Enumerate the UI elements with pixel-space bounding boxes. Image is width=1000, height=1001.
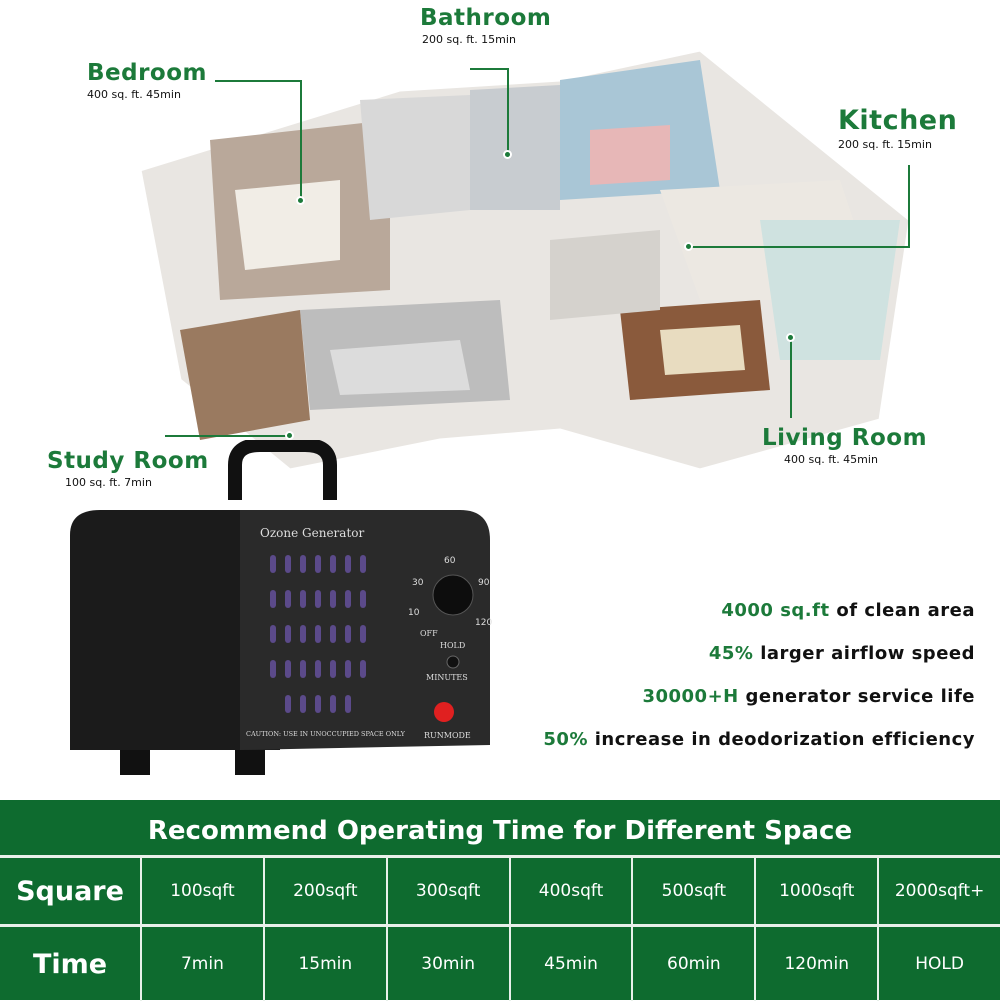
table-title: Recommend Operating Time for Different S… xyxy=(0,800,1000,858)
table-cell: 400sqft xyxy=(508,858,632,924)
table-cell: 500sqft xyxy=(631,858,754,924)
dial-60: 60 xyxy=(444,556,456,566)
table-cell: 200sqft xyxy=(262,858,386,924)
runmode-label: RUNMODE xyxy=(424,731,471,740)
table-cell: 1000sqft xyxy=(754,858,877,924)
room-label-bedroom: Bedroom 400 sq. ft. 45min xyxy=(87,60,208,101)
feature-item: 45% larger airflow speed xyxy=(708,643,975,664)
minutes-label: MINUTES xyxy=(426,673,468,682)
room-label-kitchen: Kitchen 200 sq. ft. 15min xyxy=(838,105,958,151)
dial-90: 90 xyxy=(478,578,490,588)
hold-label: HOLD xyxy=(440,641,465,650)
room-label-bathroom: Bathroom 200 sq. ft. 15min xyxy=(420,5,552,46)
table-cell: 2000sqft+ xyxy=(877,858,1000,924)
table-cell: 120min xyxy=(754,927,877,1001)
feature-item: 50% increase in deodorization efficiency xyxy=(543,729,975,750)
dial-10: 10 xyxy=(408,608,420,618)
row-header-time: Time xyxy=(32,948,108,980)
room-label-living-room: Living Room 400 sq. ft. 45min xyxy=(762,425,928,466)
ozone-generator-image: Ozone Generator OFF 10 30 60 90 120 HOLD… xyxy=(70,440,492,775)
caution-label: CAUTION: USE IN UNOCCUPIED SPACE ONLY xyxy=(246,730,406,738)
dial-off: OFF xyxy=(420,629,438,638)
row-header-square: Square xyxy=(16,875,124,907)
operating-time-table: Recommend Operating Time for Different S… xyxy=(0,800,1000,1001)
table-cell: 300sqft xyxy=(385,858,509,924)
table-cell: 100sqft xyxy=(140,858,263,924)
device-brand: Ozone Generator xyxy=(260,526,364,540)
feature-item: 30000+H generator service life xyxy=(642,686,975,707)
table-cell: 45min xyxy=(508,927,632,1001)
table-cell: 60min xyxy=(631,927,754,1001)
table-row-square: Square 100sqft 200sqft 300sqft 400sqft 5… xyxy=(0,858,1000,927)
table-cell: 30min xyxy=(385,927,509,1001)
table-cell: 7min xyxy=(140,927,263,1001)
feature-item: 4000 sq.ft of clean area xyxy=(721,600,975,621)
table-row-time: Time 7min 15min 30min 45min 60min 120min… xyxy=(0,927,1000,1001)
dial-120: 120 xyxy=(475,618,492,628)
table-cell: 15min xyxy=(262,927,386,1001)
dial-30: 30 xyxy=(412,578,424,588)
room-label-study-room: Study Room 100 sq. ft. 7min xyxy=(47,448,209,489)
feature-list: 4000 sq.ft of clean area 45% larger airf… xyxy=(543,600,975,772)
floor-plan-illustration xyxy=(140,48,912,470)
table-cell: HOLD xyxy=(877,927,1000,1001)
